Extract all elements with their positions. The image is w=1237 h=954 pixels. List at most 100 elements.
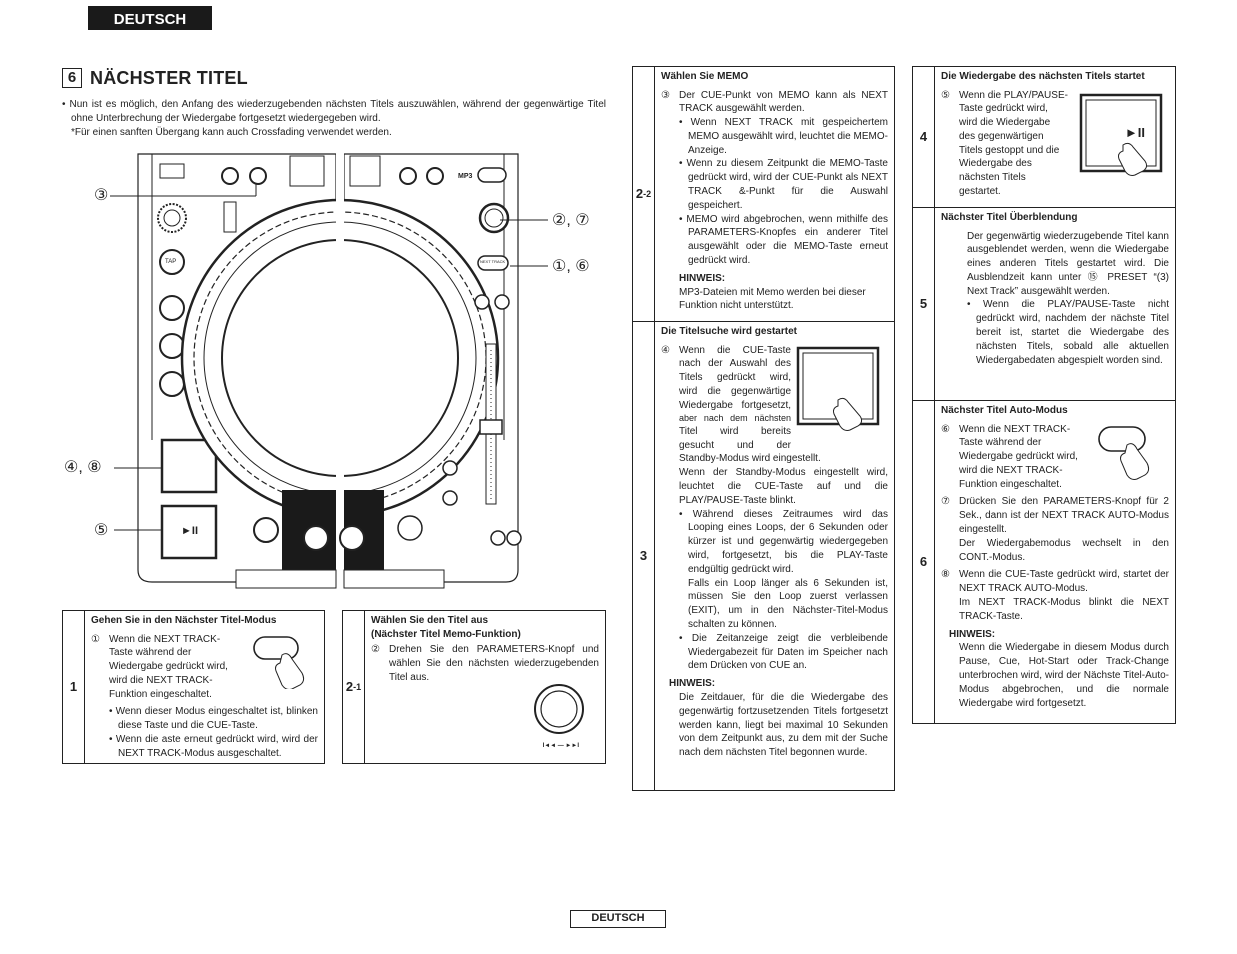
step-6-row: 6 Nächster Titel Auto-Modus ⑥ Wenn die N… [913,401,1175,723]
callout-3: ③ [94,187,109,204]
step-4-row: 4 Die Wiedergabe des nächsten Titels sta… [913,67,1175,208]
step-6-number: 6 [913,401,935,723]
language-tab: DEUTSCH [88,6,212,30]
step-4-line: des gegenwärtigen [959,130,1044,142]
step-2-2-bullet-1: • Wenn NEXT TRACK mit gespeichertem MEMO… [679,117,888,156]
step-3-bullet-1: • Während dieses Zeitraumes wird das Loo… [679,508,888,575]
step-6-item-3-cont: Im NEXT TRACK-Modus blinkt die NEXT TRAC… [959,597,1169,622]
step-1-marker: ① [91,633,100,645]
step-3-bullet-2: • Die Zeitanzeige zeigt die verbleibende… [679,632,888,672]
section-title: NÄCHSTER TITEL [90,68,248,88]
step-4-text-lines: Wenn die PLAY/PAUSE- Taste gedrückt wird… [959,89,1169,199]
step-3-line: Wenn die CUE-Taste [679,344,791,356]
step-4-number: 4 [913,67,935,207]
hand-press-icon-2 [1098,426,1150,480]
section-heading: 6 NÄCHSTER TITEL [62,66,248,91]
step-2-1-text: Drehen Sie den PARAMETERS-Knopf und wähl… [389,644,599,683]
step-3-hinweis-text: Die Zeitdauer, für die die Wiedergabe de… [679,692,888,759]
step-1-bullet-2: • Wenn die aste erneut gedrückt wird, wi… [109,734,318,759]
step-5-heading: Nächster Titel Überblendung [941,212,1078,223]
step-4-line: Titels gestoppt und die [959,144,1060,156]
step-4-line: Wiedergabe des [959,158,1032,170]
right-step-column: 4 Die Wiedergabe des nächsten Titels sta… [912,66,1176,724]
step-2-2-hinweis-text: MP3-Dateien mit Memo werden bei dieser F… [679,286,866,312]
step-3-line: nach der Auswahl des [679,358,791,370]
step-2-1-sub: -1 [353,681,362,692]
next-track-label: NEXT TRACK [480,259,506,264]
intro-note: *Für einen sanften Übergang kann auch Cr… [71,127,392,138]
step-4-line: nächsten Titels [959,172,1026,184]
step-5-number: 5 [913,208,935,400]
step-4-heading: Die Wiedergabe des nächsten Titels start… [941,71,1145,82]
step-6-line: Wenn die NEXT TRACK- [959,423,1071,435]
step-6-marker-1: ⑥ [941,423,950,435]
footer-language-tab: DEUTSCH [570,910,666,928]
step-4-line: wird die Wiedergabe [959,117,1051,129]
step-6-line: Wiedergabe gedrückt wird, [959,451,1078,463]
middle-step-column: 2-2 Wählen Sie MEMO ③ Der CUE-Punkt von … [632,66,895,791]
step-1-number: 1 [63,611,85,763]
callout-1-6: ①, ⑥ [552,258,590,275]
mp3-label: MP3 [458,173,473,180]
step-3-hinweis-label: HINWEIS: [669,678,716,690]
step-2-1-subheading: (Nächster Titel Memo-Funktion) [371,628,521,640]
cue-button-icon [796,346,880,431]
step-6-line: Funktion eingeschaltet. [959,478,1062,490]
step-2-2-sub: -2 [643,188,652,199]
tap-label: TAP [165,259,177,265]
step-2-2-bullet-2: • Wenn zu diesem Zeitpunkt die MEMO-Tast… [679,158,888,211]
step-3-line: aber nach dem nächsten [679,413,791,424]
step-5-row: 5 Nächster Titel Überblendung Der gegenw… [913,208,1175,401]
play-pause-button-icon [1079,93,1163,176]
step-2-2-bullet-3: • MEMO wird abgebrochen, wenn mithilfe d… [679,213,888,267]
step-3-text-lines: Wenn die CUE-Taste nach der Auswahl des … [679,344,791,453]
intro-bullet: • Nun ist es möglich, den Anfang des wie… [62,99,606,124]
section-number: 6 [62,68,82,89]
step-6-item-1-lines: Wenn die NEXT TRACK- Taste während der W… [959,423,1169,492]
step-1-box: 1 Gehen Sie in den Nächster Titel-Modus … [62,610,325,764]
step-2-2-number: 2 [635,186,644,202]
step-4-line: Taste gedrückt wird, [959,103,1048,115]
step-6-marker-3: ⑧ [941,569,950,581]
step-4-marker: ⑤ [941,89,950,101]
step-2-2-hinweis-label: HINWEIS: [679,272,726,284]
step-6-hinweis-text: Wenn die Wiedergabe in diesem Modus durc… [959,642,1169,709]
step-3-heading: Die Titelsuche wird gestartet [661,326,797,337]
step-2-2-row: 2-2 Wählen Sie MEMO ③ Der CUE-Punkt von … [633,67,894,322]
step-2-1-number: 2 [345,679,354,695]
callout-4-8: ④, ⑧ [64,459,102,476]
step-3-line: gesucht und der [679,439,791,451]
cd-player-drawing [110,150,548,594]
callout-2-7: ②, ⑦ [552,212,590,229]
step-4-line: Wenn die PLAY/PAUSE- [959,89,1068,101]
step-1-text: Wenn die NEXT TRACK-Taste während der Wi… [109,633,228,700]
step-2-1-box: 2-1 Wählen Sie den Titel aus (Nächster T… [342,610,606,764]
step-3-line: Titel wird bereits [679,425,791,437]
step-2-1-heading: Wählen Sie den Titel aus [371,615,489,626]
play-pause-symbol: ►II [181,525,198,537]
intro-text: • Nun ist es möglich, den Anfang des wie… [62,98,606,140]
step-3-marker: ④ [661,344,670,356]
step-2-2-text: Der CUE-Punkt von MEMO kann als NEXT TRA… [679,89,888,115]
hand-press-icon [253,636,305,689]
step-1-bullet-1: • Wenn dieser Modus eingeschaltet ist, b… [109,706,318,732]
knob-skip-label: I◄◄ — ►►I [542,743,579,749]
step-3-text-tail: Standby-Modus wird eingestellt. [679,453,821,465]
step-6-item-3: Wenn die CUE-Taste gedrückt wird, starte… [959,569,1169,595]
step-2-1-marker: ② [371,644,380,655]
step-2-2-heading: Wählen Sie MEMO [661,71,749,82]
callout-5: ⑤ [94,522,109,539]
step-3-row: 3 Die Titelsuche wird gestartet ④ Wenn d… [633,322,894,790]
step-6-item-2: Drücken Sie den PARAMETERS-Knopf für 2 S… [959,496,1169,536]
step-3-line: wird die gegenwärtige [679,385,791,397]
step-3-text-cont: Wenn der Standby-Modus eingestellt wird,… [679,467,888,506]
step-3-number: 3 [633,322,655,790]
step-6-marker-2: ⑦ [941,496,950,508]
step-5-bullet: • Wenn die PLAY/PAUSE-Taste nicht gedrüc… [967,299,1169,366]
step-4-line: gestartet. [959,186,1001,198]
step-1-heading: Gehen Sie in den Nächster Titel-Modus [91,615,277,626]
step-6-hinweis-label: HINWEIS: [949,628,996,640]
step-6-heading: Nächster Titel Auto-Modus [941,405,1068,416]
step-3-line: Wiedergabe fortgesetzt, [679,399,791,411]
step-6-line: Taste während der [959,437,1042,449]
